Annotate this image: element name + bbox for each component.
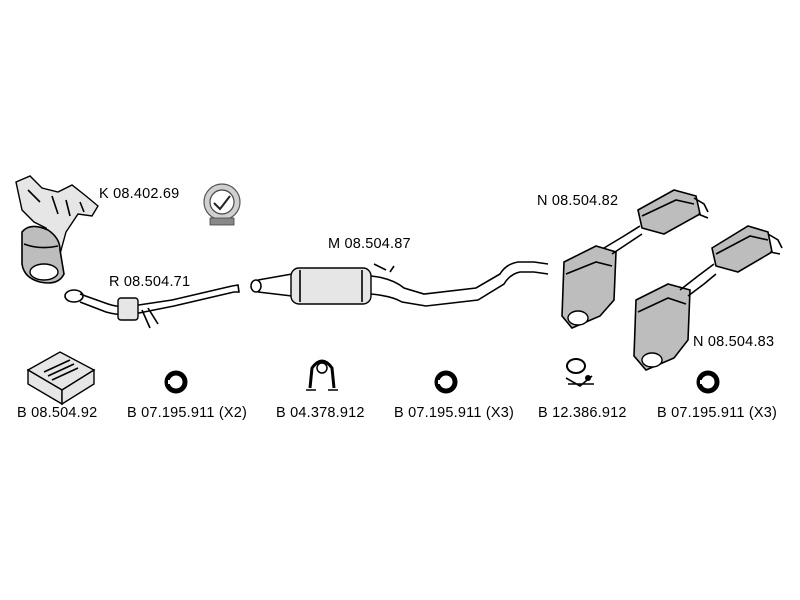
clamp-1-part-number: B 07.195.911 (X2)	[127, 405, 248, 421]
catalyst-part-number: K 08.402.69	[99, 186, 180, 202]
rear-silencer-left-drawing[interactable]	[561, 189, 709, 329]
clamp-1-icon[interactable]	[164, 370, 188, 394]
rubber-mount-part-number: B 04.378.912	[276, 405, 365, 421]
quality-seal-icon	[203, 183, 241, 226]
rubber-mount-icon[interactable]	[306, 359, 338, 391]
middle-silencer-part-number: M 08.504.87	[328, 236, 411, 252]
mounting-kit-box-icon[interactable]	[26, 351, 96, 406]
rear-silencer-right-part-number: N 08.504.83	[693, 334, 775, 350]
clamp-3-icon[interactable]	[696, 370, 720, 394]
catalyst-drawing[interactable]	[15, 175, 99, 284]
clamp-2-icon[interactable]	[434, 370, 458, 394]
rear-silencer-left-part-number: N 08.504.82	[537, 193, 619, 209]
clamp-set-part-number: B 12.386.912	[538, 405, 627, 421]
clamp-set-icon[interactable]	[565, 358, 594, 387]
middle-silencer-drawing[interactable]	[250, 261, 549, 307]
rear-silencer-right-drawing[interactable]	[633, 225, 783, 371]
front-pipe-drawing[interactable]	[64, 284, 240, 329]
mounting-kit-part-number: B 08.504.92	[17, 405, 98, 421]
clamp-2-part-number: B 07.195.911 (X3)	[394, 405, 515, 421]
front-pipe-part-number: R 08.504.71	[109, 274, 191, 290]
clamp-3-part-number: B 07.195.911 (X3)	[657, 405, 778, 421]
